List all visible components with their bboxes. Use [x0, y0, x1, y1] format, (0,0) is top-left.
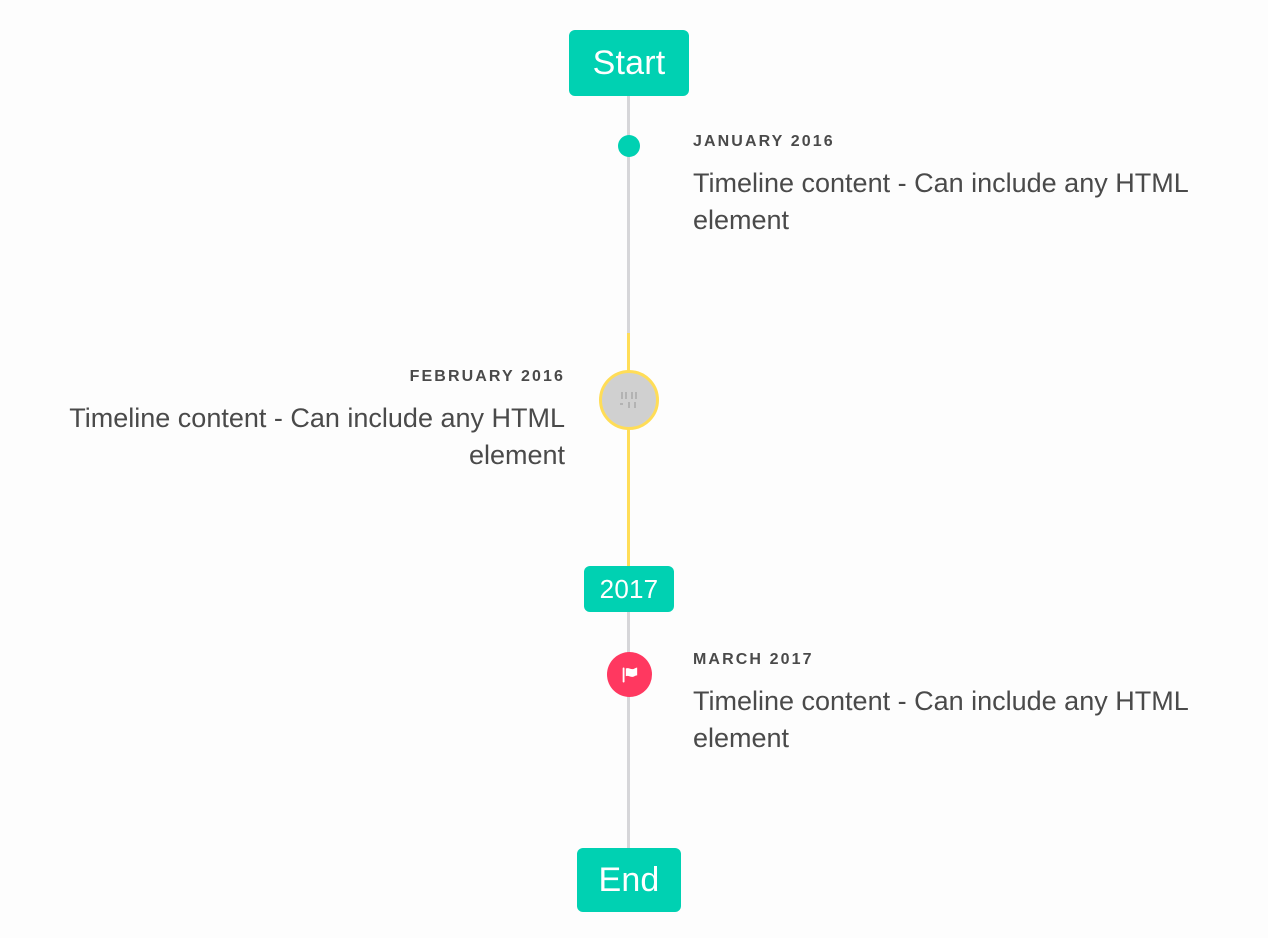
timeline-rail-segment-yellow	[627, 333, 630, 566]
timeline-item-body: Timeline content - Can include any HTML …	[69, 403, 565, 471]
timeline-item-body: Timeline content - Can include any HTML …	[693, 686, 1188, 754]
timeline-header-start[interactable]: Start	[569, 30, 689, 96]
timeline-rail-segment-top	[627, 96, 630, 333]
timeline-footer-end[interactable]: End	[577, 848, 681, 912]
timeline-item-january-2016: JANUARY 2016 Timeline content - Can incl…	[693, 133, 1233, 240]
timeline-marker-dot-icon-january[interactable]	[618, 135, 640, 157]
timeline-item-heading: FEBRUARY 2016	[409, 368, 565, 385]
flag-icon	[622, 667, 637, 682]
timeline-marker-flag-icon-march[interactable]	[607, 652, 652, 697]
timeline-rail-segment-bottom	[627, 612, 630, 852]
timeline-item-heading: JANUARY 2016	[693, 133, 835, 150]
timeline-item-march-2017: MARCH 2017 Timeline content - Can includ…	[693, 651, 1233, 758]
timeline-year-divider-2017[interactable]: 2017	[584, 566, 674, 612]
timeline-marker-broken-image-icon-february[interactable]	[599, 370, 659, 430]
timeline-item-february-2016: FEBRUARY 2016 Timeline content - Can inc…	[25, 368, 565, 475]
broken-image-icon	[620, 392, 638, 408]
timeline-item-body: Timeline content - Can include any HTML …	[693, 168, 1188, 236]
timeline-item-heading: MARCH 2017	[693, 651, 814, 668]
